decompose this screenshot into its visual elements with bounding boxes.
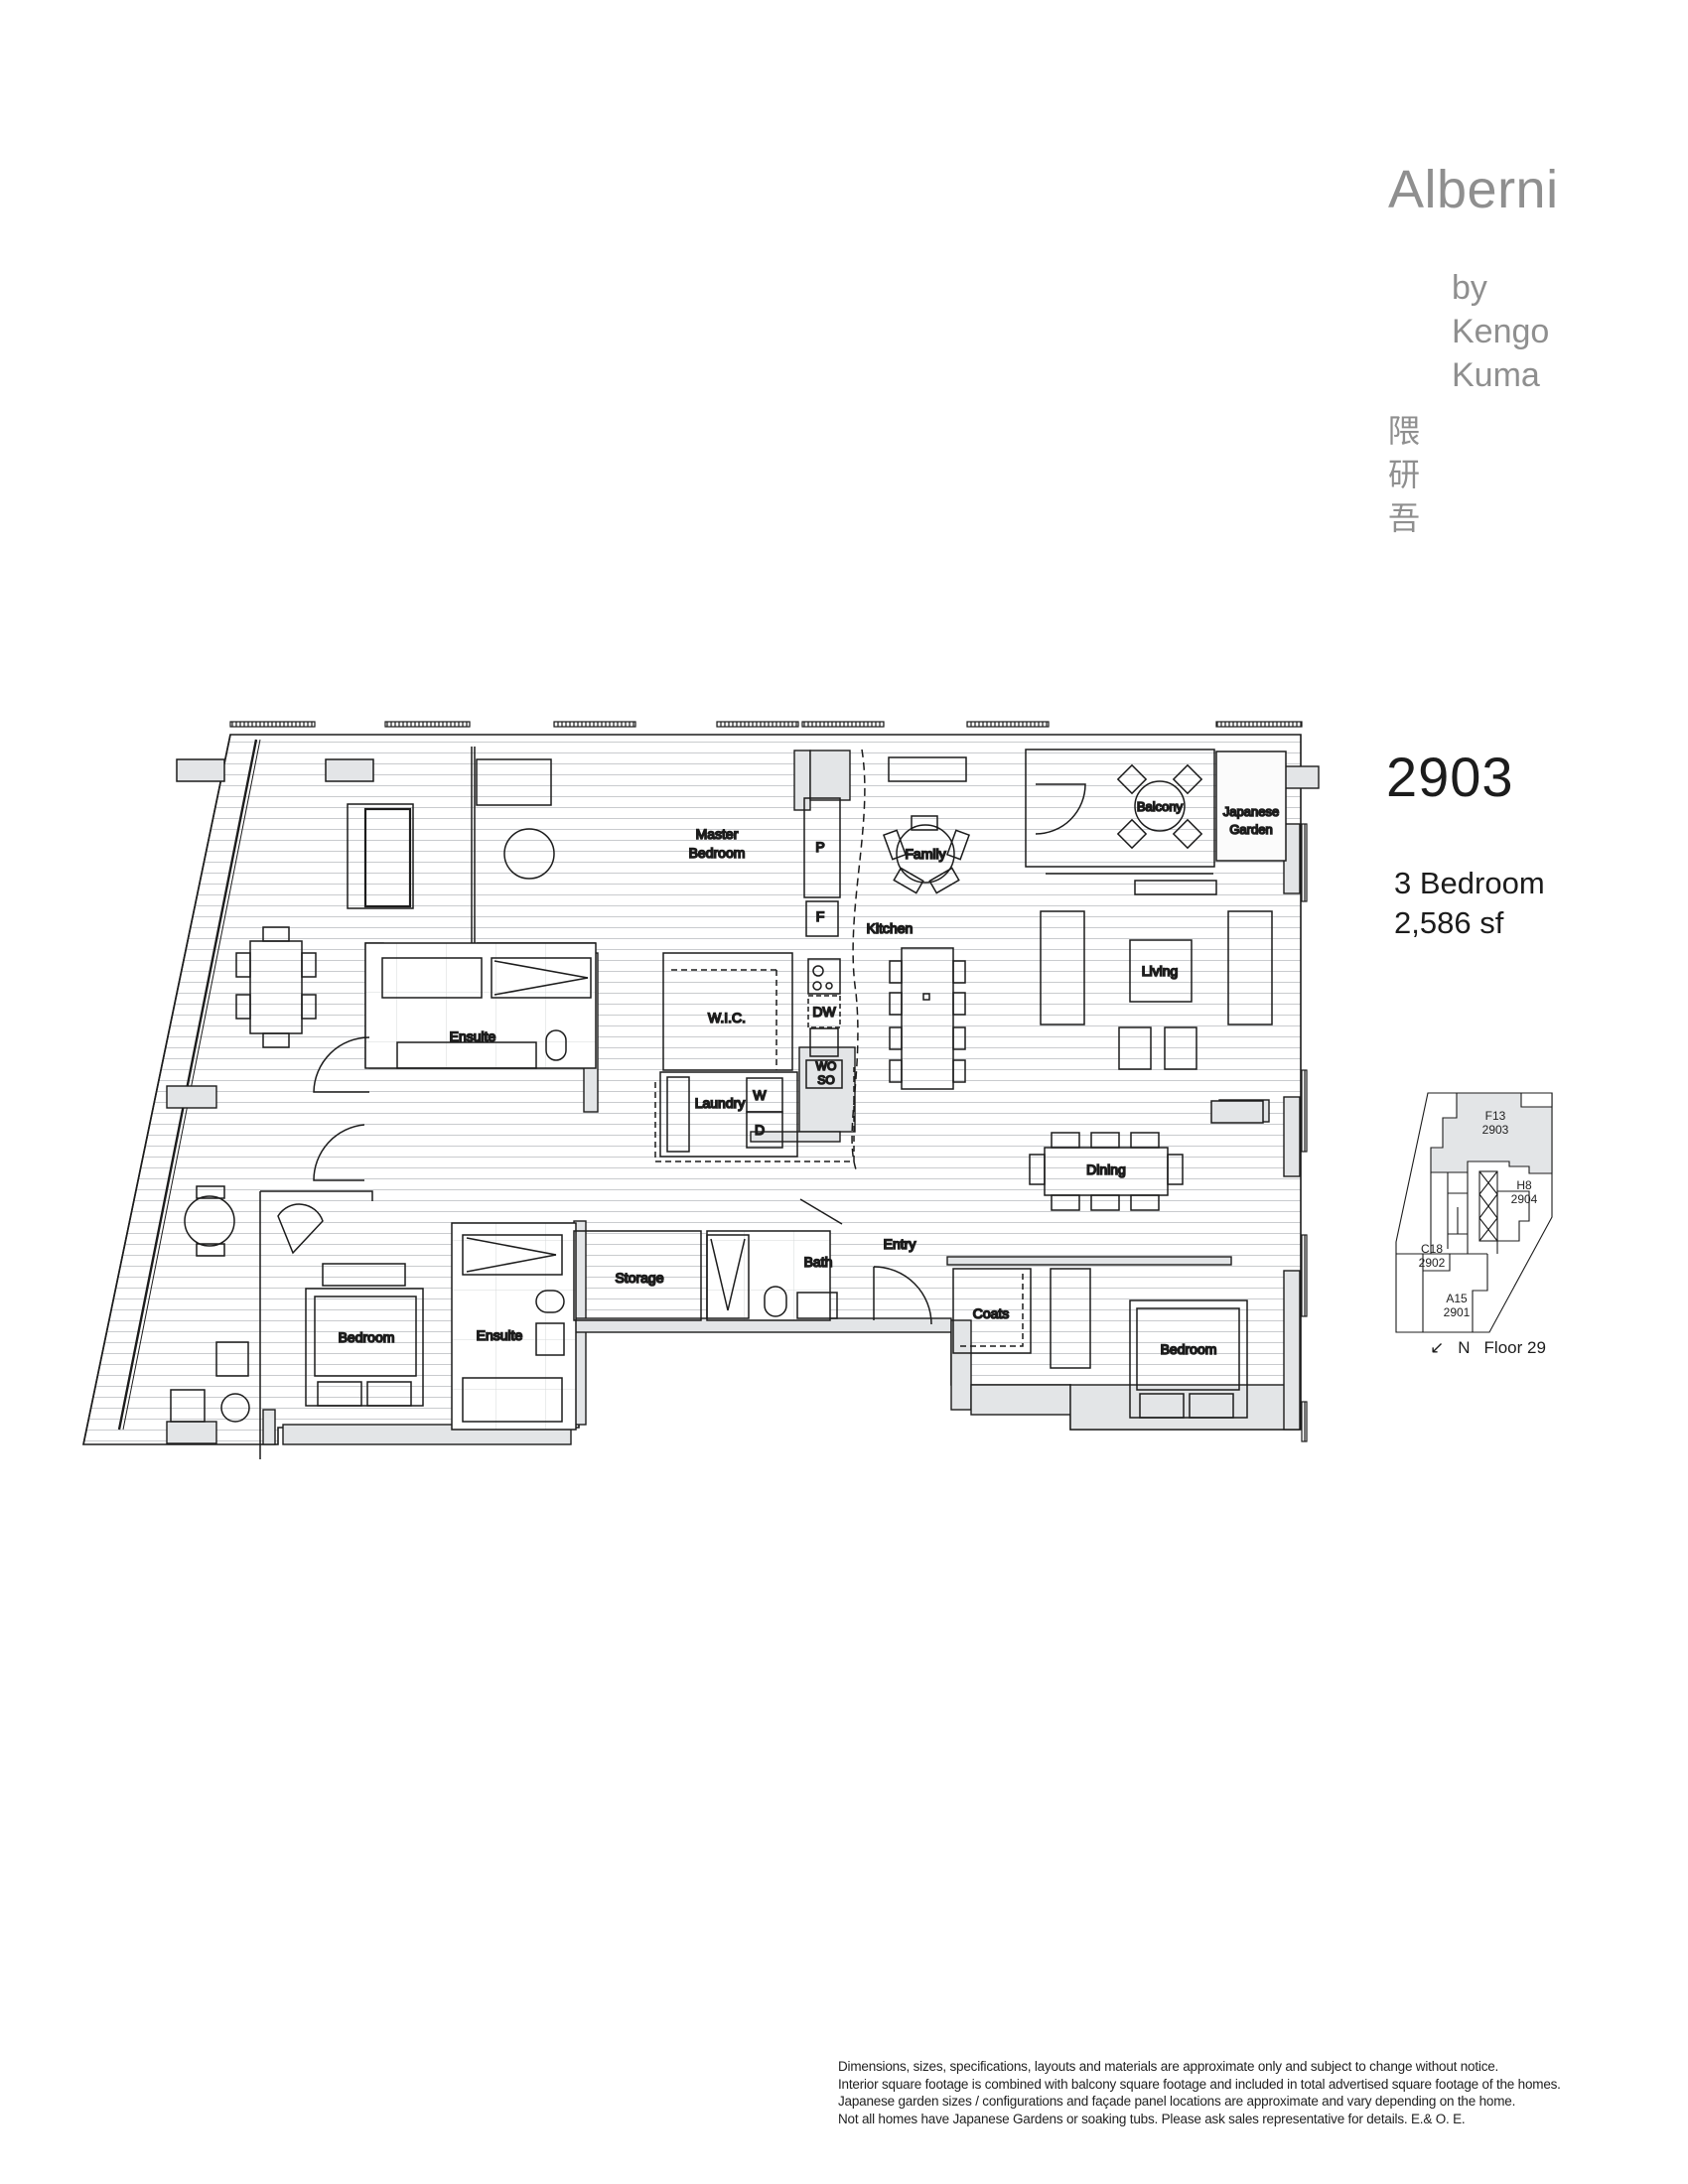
room-label-master-bedroom: Master — [696, 826, 739, 842]
architect-credit: by Kengo Kuma — [1452, 266, 1549, 397]
keyplan-unit-number: 2903 — [1482, 1123, 1509, 1137]
appliance-label-steam-oven: SO — [817, 1073, 834, 1087]
room-label-storage: Storage — [615, 1270, 663, 1286]
room-label-wic: W.I.C. — [708, 1010, 746, 1025]
appliance-label-dryer: D — [755, 1122, 765, 1138]
room-label-entry: Entry — [884, 1236, 916, 1252]
appliance-label-washer: W — [753, 1087, 767, 1103]
floor-label: Floor 29 — [1483, 1338, 1546, 1357]
room-labels: Master Bedroom P F Family Balcony Japane… — [338, 798, 1280, 1358]
room-label-master-bedroom-2: Bedroom — [689, 845, 746, 861]
disclaimer-line: Not all homes have Japanese Gardens or s… — [838, 2111, 1466, 2126]
room-label-bedroom-right: Bedroom — [1161, 1341, 1217, 1357]
appliance-label-wall-oven: WO — [816, 1059, 837, 1073]
architect-first-name: Kengo — [1452, 313, 1550, 350]
kanji-char: 吾 — [1388, 499, 1421, 537]
keyplan-unit-code: F13 — [1485, 1109, 1506, 1123]
north-label: N — [1458, 1338, 1471, 1357]
architect-by: by — [1452, 269, 1487, 307]
room-label-coats: Coats — [973, 1305, 1010, 1321]
room-label-bedroom-left: Bedroom — [339, 1329, 395, 1345]
unit-number: 2903 — [1386, 746, 1514, 808]
room-label-laundry: Laundry — [695, 1095, 746, 1111]
kanji-char: 研 — [1388, 456, 1421, 493]
keyplan-unit-number: 2901 — [1444, 1305, 1471, 1319]
room-label-kitchen: Kitchen — [867, 920, 914, 936]
unit-summary: 3 Bedroom 2,586 sf — [1394, 864, 1545, 943]
architect-kanji: 隈 研 吾 — [1388, 409, 1428, 540]
room-label-fridge: F — [816, 908, 825, 924]
key-plan: F13 2903 H8 2904 C18 2902 A15 2901 — [1395, 1092, 1553, 1333]
unit-area: 2,586 sf — [1394, 905, 1504, 940]
north-arrow-icon: ↙ — [1430, 1338, 1445, 1357]
keyplan-unit-number: 2904 — [1511, 1192, 1538, 1206]
unit-bedrooms: 3 Bedroom — [1394, 866, 1545, 900]
room-label-pantry: P — [815, 839, 824, 855]
kanji-char: 隈 — [1388, 412, 1421, 450]
keyplan-unit-number: 2902 — [1419, 1256, 1446, 1270]
appliance-label-dishwasher: DW — [812, 1004, 836, 1020]
keyplan-unit-code: H8 — [1516, 1178, 1532, 1192]
plan-outline: Master Bedroom P F Family Balcony Japane… — [82, 721, 1320, 1459]
architect-last-name: Kuma — [1452, 356, 1540, 394]
keyplan-unit-code: A15 — [1446, 1292, 1468, 1305]
room-label-japanese-garden-2: Garden — [1229, 822, 1272, 837]
disclaimer: Dimensions, sizes, specifications, layou… — [838, 2058, 1561, 2127]
room-label-ensuite-left: Ensuite — [477, 1327, 523, 1343]
disclaimer-line: Dimensions, sizes, specifications, layou… — [838, 2059, 1499, 2074]
keyplan-footer: ↙ N Floor 29 — [1430, 1338, 1560, 1358]
disclaimer-line: Interior square footage is combined with… — [838, 2076, 1561, 2092]
disclaimer-line: Japanese garden sizes / configurations a… — [838, 2094, 1516, 2109]
room-label-balcony: Balcony — [1137, 799, 1184, 814]
room-label-family: Family — [905, 846, 945, 862]
keyplan-unit-code: C18 — [1421, 1242, 1443, 1256]
room-label-dining: Dining — [1086, 1161, 1126, 1177]
room-label-bath: Bath — [804, 1254, 833, 1270]
room-label-japanese-garden: Japanese — [1223, 804, 1279, 819]
project-title: Alberni — [1388, 160, 1559, 219]
room-label-ensuite-master: Ensuite — [450, 1028, 496, 1044]
room-label-living: Living — [1142, 963, 1179, 979]
